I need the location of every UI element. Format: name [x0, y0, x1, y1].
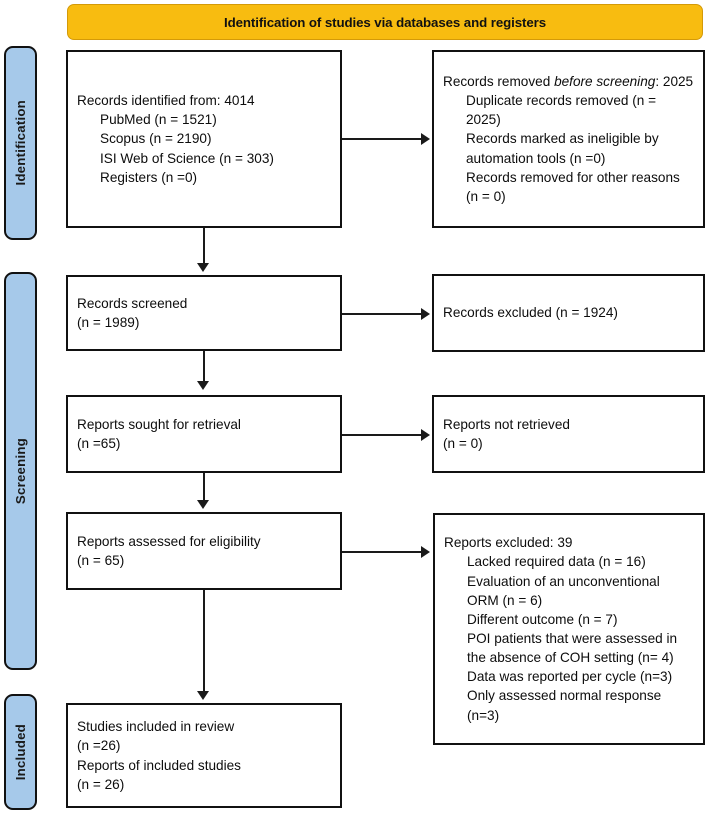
- box-reports-assessed-for-eligibility: Reports assessed for eligibility (n = 65…: [66, 512, 342, 590]
- reports-excluded-reason-per-cycle: Data was reported per cycle (n=3): [467, 669, 673, 685]
- stage-label-identification-text: Identification: [13, 100, 28, 186]
- records-identified-item-isi: ISI Web of Science (n = 303): [100, 150, 274, 166]
- reports-assessed-count: (n = 65): [77, 553, 125, 568]
- records-removed-item-other: Records removed for other reasons (n = 0…: [466, 169, 680, 204]
- studies-included-label: Studies included in review: [77, 719, 235, 735]
- reports-sought-label: Reports sought for retrieval: [77, 416, 241, 432]
- reports-not-retrieved-label: Reports not retrieved: [443, 416, 570, 432]
- connector-identified-to-screened: [203, 228, 205, 264]
- records-removed-item-automation: Records marked as ineligible by automati…: [466, 131, 659, 166]
- records-removed-item-duplicates: Duplicate records removed (n = 2025): [466, 93, 657, 128]
- connector-screened-to-excluded: [342, 313, 422, 315]
- reports-excluded-title: Reports excluded: 39: [444, 535, 573, 551]
- studies-included-count: (n =26): [77, 738, 121, 754]
- reports-sought-count: (n =65): [77, 436, 121, 451]
- box-reports-not-retrieved: Reports not retrieved (n = 0): [432, 395, 705, 473]
- box-reports-sought-for-retrieval: Reports sought for retrieval (n =65): [66, 395, 342, 473]
- records-screened-label: Records screened: [77, 295, 188, 311]
- stage-label-included-text: Included: [13, 723, 28, 781]
- header-title: Identification of studies via databases …: [223, 14, 547, 30]
- reports-excluded-reason-lacked-data: Lacked required data (n = 16): [467, 554, 646, 570]
- reports-excluded-reason-different-outcome: Different outcome (n = 7): [467, 611, 618, 627]
- box-studies-included-in-review: Studies included in review (n =26) Repor…: [66, 703, 342, 808]
- connector-identified-to-removed: [342, 138, 422, 140]
- arrow-sought-to-not-retrieved: [421, 429, 430, 441]
- records-identified-item-registers: Registers (n =0): [100, 169, 198, 185]
- box-reports-excluded-with-reasons: Reports excluded: 39 Lacked required dat…: [433, 513, 705, 745]
- header-banner: Identification of studies via databases …: [67, 4, 703, 40]
- records-removed-title-italic: before screening: [554, 73, 656, 89]
- reports-of-included-count: (n = 26): [77, 776, 125, 792]
- stage-label-included: Included: [4, 694, 37, 810]
- arrow-sought-to-assessed: [197, 500, 209, 509]
- connector-assessed-to-excluded-reports: [342, 551, 422, 553]
- stage-label-screening: Screening: [4, 272, 37, 670]
- records-identified-title: Records identified from: 4014: [77, 93, 255, 109]
- box-records-removed-before-screening: Records removed before screening: 2025 D…: [432, 50, 705, 228]
- records-excluded-label: Records excluded (n = 1924): [443, 305, 618, 321]
- box-records-screened: Records screened (n = 1989): [66, 275, 342, 351]
- arrow-assessed-to-excluded-reports: [421, 546, 430, 558]
- reports-assessed-label: Reports assessed for eligibility: [77, 533, 261, 549]
- reports-excluded-reason-poi-patients: POI patients that were assessed in the a…: [467, 631, 678, 666]
- records-identified-item-pubmed: PubMed (n = 1521): [100, 112, 217, 128]
- records-removed-title-pre: Records removed: [443, 73, 555, 89]
- records-removed-title-post: : 2025: [655, 73, 694, 89]
- arrow-screened-to-sought: [197, 381, 209, 390]
- arrow-identified-to-screened: [197, 263, 209, 272]
- stage-label-screening-text: Screening: [13, 437, 28, 505]
- reports-excluded-reason-normal-response: Only assessed normal response (n=3): [467, 688, 662, 723]
- records-screened-count: (n = 1989): [77, 315, 140, 330]
- connector-sought-to-not-retrieved: [342, 434, 422, 436]
- box-records-excluded: Records excluded (n = 1924): [432, 274, 705, 352]
- arrow-assessed-to-included: [197, 691, 209, 700]
- reports-not-retrieved-count: (n = 0): [443, 436, 483, 451]
- arrow-screened-to-excluded: [421, 308, 430, 320]
- arrow-identified-to-removed: [421, 133, 430, 145]
- connector-screened-to-sought: [203, 351, 205, 382]
- connector-sought-to-assessed: [203, 473, 205, 501]
- records-identified-item-scopus: Scopus (n = 2190): [100, 131, 212, 147]
- connector-assessed-to-included: [203, 590, 205, 692]
- stage-label-identification: Identification: [4, 46, 37, 240]
- records-removed-title: Records removed before screening: 2025: [443, 72, 694, 91]
- box-records-identified: Records identified from: 4014 PubMed (n …: [66, 50, 342, 228]
- reports-of-included-label: Reports of included studies: [77, 757, 241, 773]
- reports-excluded-reason-unconventional-orm: Evaluation of an unconventional ORM (n =…: [467, 573, 660, 608]
